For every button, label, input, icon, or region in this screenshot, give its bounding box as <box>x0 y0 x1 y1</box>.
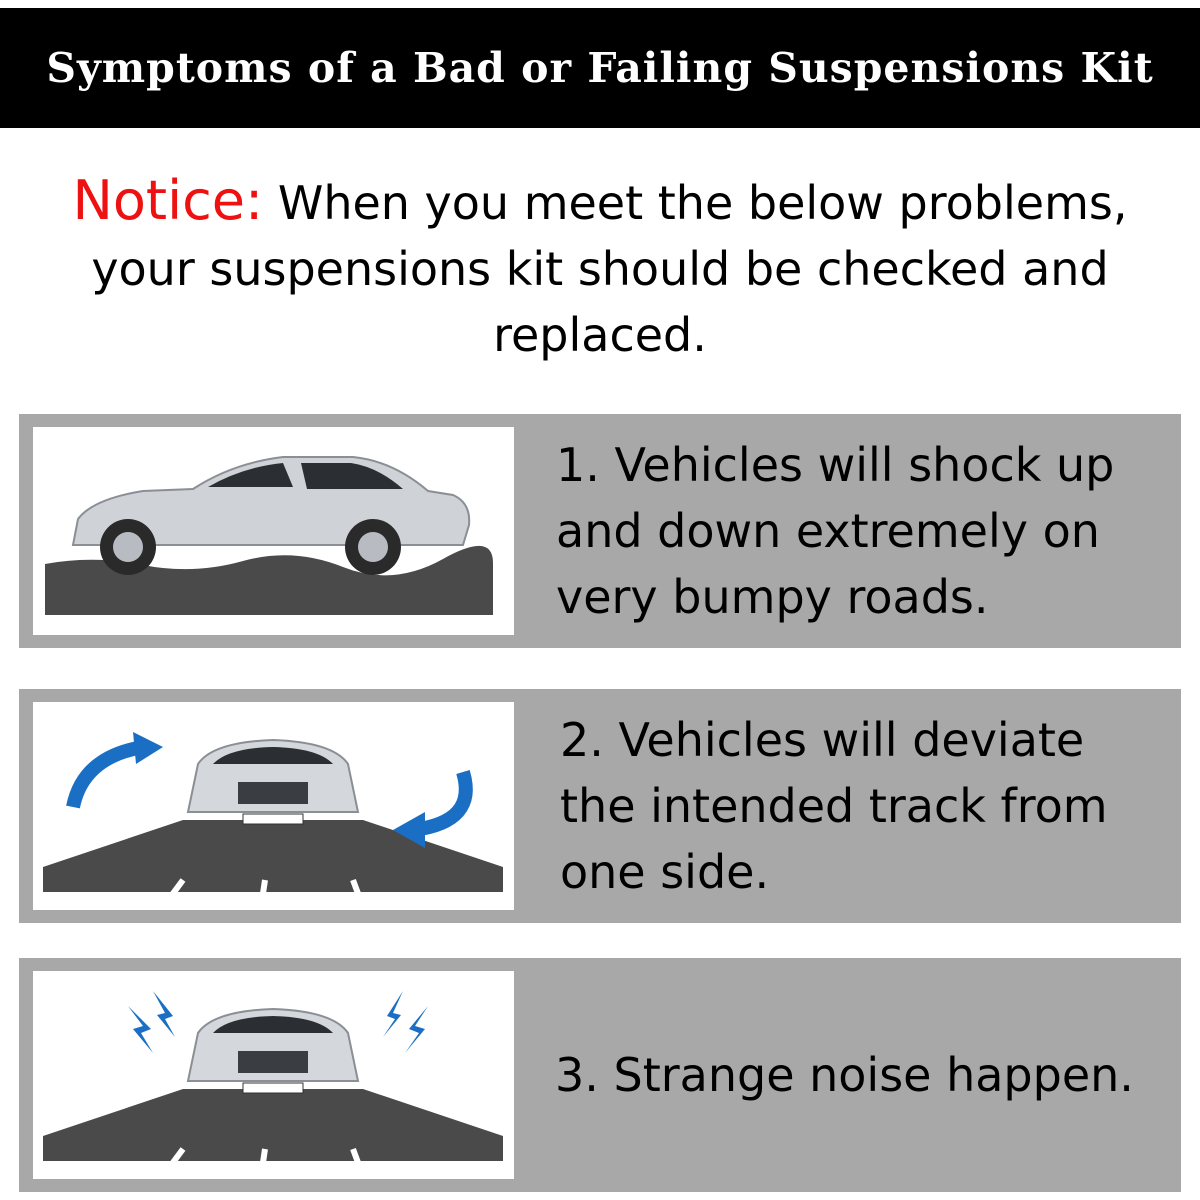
symptom-text-3: 3. Strange noise happen. <box>555 1048 1134 1102</box>
page-header: Symptoms of a Bad or Failing Suspensions… <box>0 8 1200 128</box>
symptom-card-3: 3. Strange noise happen. <box>19 958 1181 1192</box>
symptom-text-2: 2. Vehicles will deviate the intended tr… <box>560 713 1108 899</box>
symptom-card-1: 1. Vehicles will shock up and down extre… <box>19 414 1181 648</box>
car-deviating-arrows-icon <box>33 702 514 910</box>
symptom-text-1: 1. Vehicles will shock up and down extre… <box>556 438 1115 624</box>
notice-text: When you meet the below problems, your s… <box>91 176 1128 362</box>
page-title: Symptoms of a Bad or Failing Suspensions… <box>46 44 1154 92</box>
car-on-bumpy-road-icon <box>33 427 514 635</box>
notice-block: Notice: When you meet the below problems… <box>30 168 1170 368</box>
notice-label: Notice: <box>72 169 264 232</box>
car-noise-bolts-icon <box>33 971 514 1179</box>
symptom-card-2: 2. Vehicles will deviate the intended tr… <box>19 689 1181 923</box>
